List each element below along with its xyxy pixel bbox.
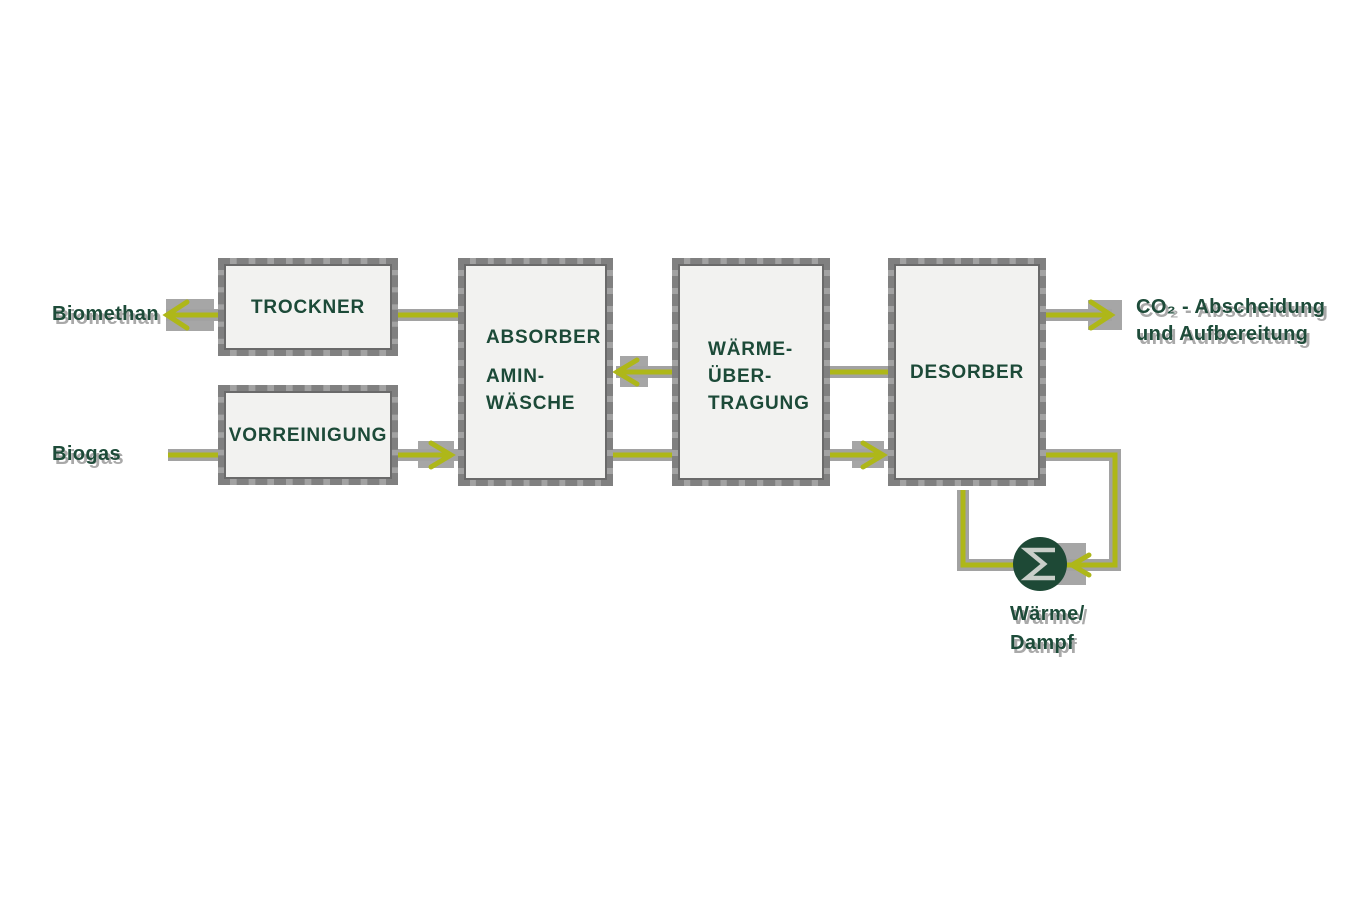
label-heat-line2: Dampf (1010, 632, 1075, 654)
arrowhead-into-absorber-right (428, 440, 456, 470)
box-vorreinigung-label: VORREINIGUNG (228, 424, 388, 446)
arrowhead-co2-right (1088, 299, 1116, 331)
box-desorber-label: DESORBER (909, 361, 1025, 383)
arrowhead-biomethan-left (162, 299, 190, 331)
box-waerme-label-2: ÜBER- (708, 366, 773, 387)
label-heat-line1: Wärme/ (1010, 603, 1085, 625)
label-co2-capture: CO₂ - Abscheidung und Aufbereitung (1136, 294, 1325, 348)
box-absorber-label-3: WÄSCHE (486, 393, 576, 414)
box-waerme-label-3: TRAGUNG (708, 393, 810, 414)
box-trockner: TROCKNER (218, 258, 398, 356)
label-heat-steam: Wärme/ Dampf (1010, 600, 1085, 658)
box-trockner-label: TROCKNER (250, 296, 366, 318)
label-co2-line1: CO₂ - Abscheidung (1136, 296, 1326, 318)
label-co2-line2: und Aufbereitung (1136, 323, 1309, 345)
box-absorber-label-1: ABSORBER (486, 327, 602, 348)
arrowhead-into-heat-exchanger (1067, 552, 1092, 578)
box-desorber: DESORBER (888, 258, 1046, 486)
box-vorreinigung: VORREINIGUNG (218, 385, 398, 485)
box-waerme-label-1: WÄRME- (708, 339, 794, 360)
heat-exchanger-icon (1013, 537, 1067, 591)
arrowhead-into-absorber-left (612, 357, 640, 387)
pipe-desorber-heat-loop (960, 452, 1118, 568)
box-waermeuebertragung: WÄRME- ÜBER- TRAGUNG (672, 258, 830, 486)
box-absorber: ABSORBER AMIN- WÄSCHE (458, 258, 613, 486)
label-biogas: Biogas (52, 443, 122, 465)
arrowhead-into-desorber-right (860, 440, 888, 470)
box-absorber-label-2: AMIN- (486, 366, 545, 387)
label-biomethan: Biomethan (52, 303, 159, 325)
